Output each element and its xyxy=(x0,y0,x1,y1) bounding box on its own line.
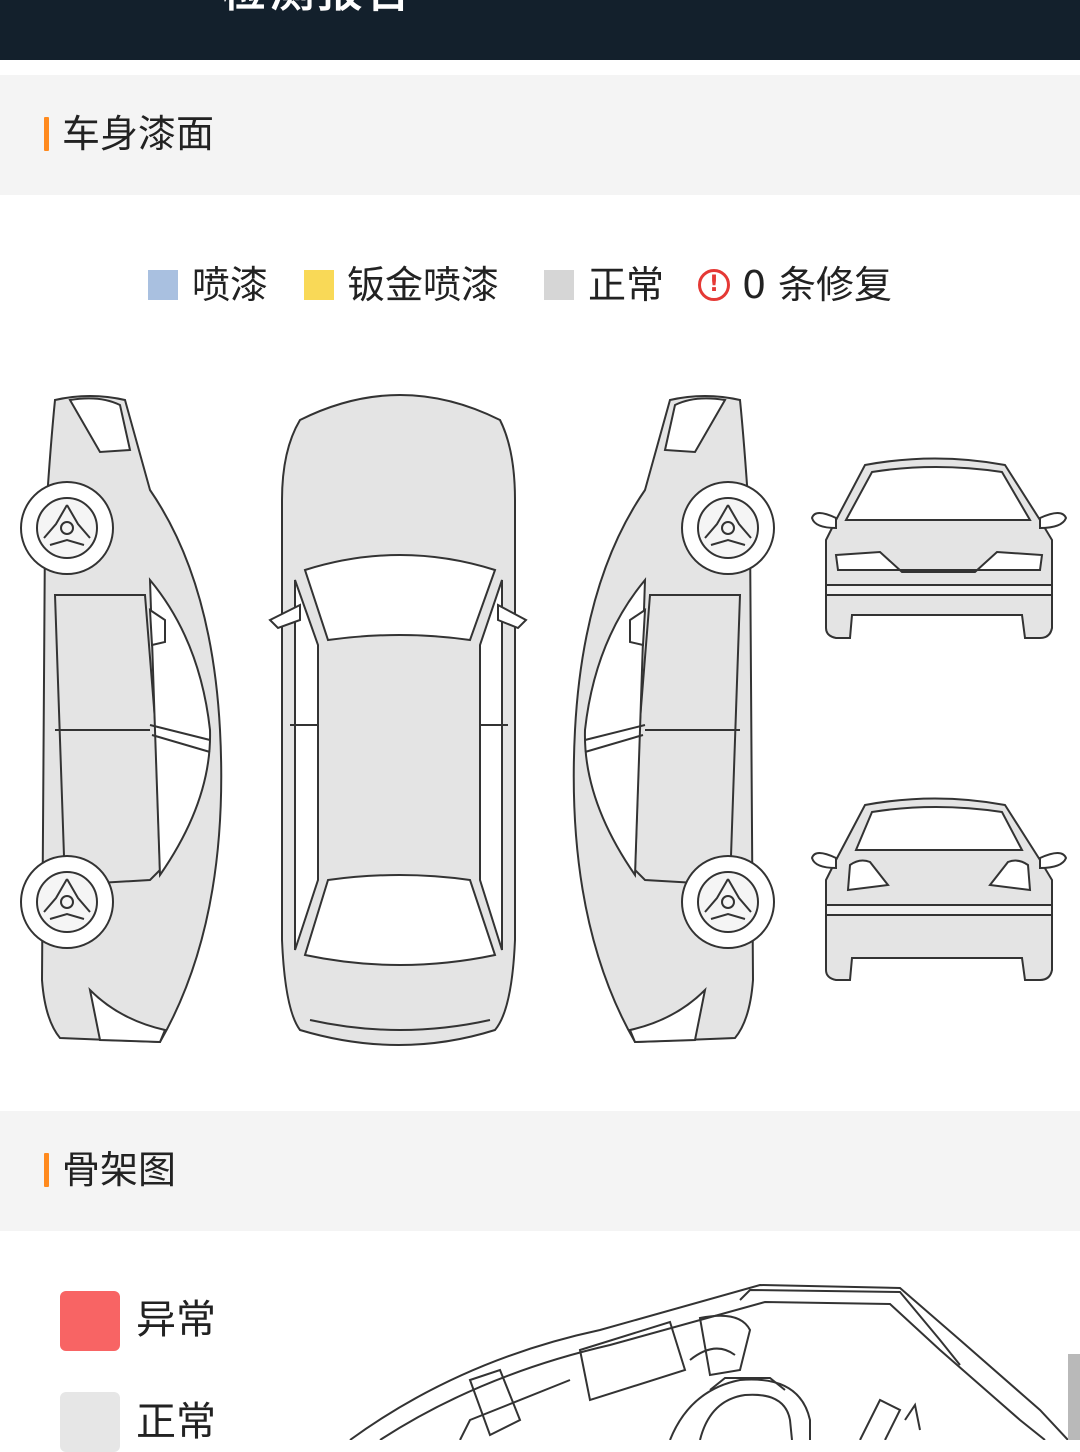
frame-section-header: 骨架图 xyxy=(0,1111,1080,1231)
legend-label-sheetmetal-paint: 钣金喷漆 xyxy=(347,263,500,307)
car-top-view xyxy=(268,394,528,1046)
car-right-side-view xyxy=(572,395,775,1044)
legend-label-frame-normal: 正常 xyxy=(136,1399,216,1445)
warning-icon: ! xyxy=(698,269,730,301)
car-front-view xyxy=(810,457,1068,639)
car-frame-diagram xyxy=(349,1283,1068,1440)
paint-section-title: 车身漆面 xyxy=(62,112,215,156)
legend-swatch-abnormal xyxy=(60,1291,120,1351)
legend-label-normal: 正常 xyxy=(588,263,665,307)
legend-label-paint: 喷漆 xyxy=(192,263,269,307)
legend-swatch-sheetmetal-paint xyxy=(304,270,334,300)
scrollbar-thumb[interactable] xyxy=(1068,1354,1080,1440)
section-accent-bar xyxy=(44,117,49,151)
repair-count-suffix: 条修复 xyxy=(778,263,893,307)
car-left-side-view xyxy=(20,395,223,1044)
legend-swatch-paint xyxy=(148,270,178,300)
paint-section-header: 车身漆面 xyxy=(0,75,1080,195)
frame-section-title: 骨架图 xyxy=(62,1148,177,1192)
paint-legend: 喷漆 钣金喷漆 正常 ! 0 条修复 xyxy=(0,258,1080,314)
repair-count: 0 xyxy=(742,263,767,307)
top-bar: 检测报告 xyxy=(0,0,1080,60)
page-title: 检测报告 xyxy=(222,0,414,14)
legend-swatch-frame-normal xyxy=(60,1392,120,1452)
car-paint-diagram xyxy=(20,394,1068,1046)
legend-label-abnormal: 异常 xyxy=(136,1297,216,1343)
car-rear-view xyxy=(810,797,1068,981)
legend-swatch-normal xyxy=(544,270,574,300)
section-accent-bar xyxy=(44,1153,49,1187)
